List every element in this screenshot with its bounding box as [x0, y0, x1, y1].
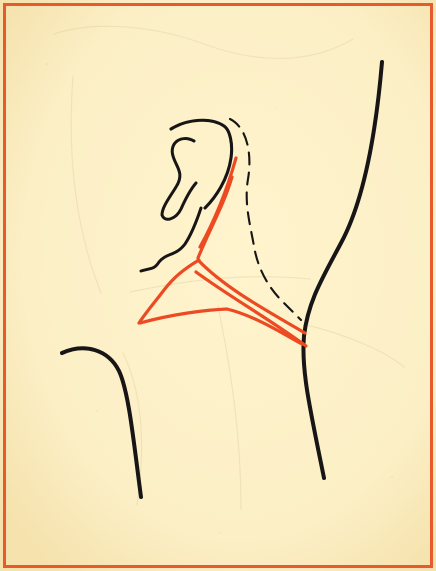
speckle — [46, 63, 48, 65]
speckle — [219, 532, 220, 533]
speckle — [96, 410, 97, 411]
speckle — [391, 476, 393, 478]
speckle — [275, 107, 276, 108]
